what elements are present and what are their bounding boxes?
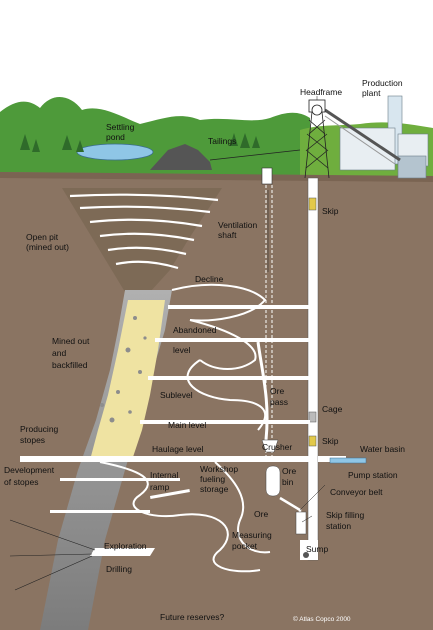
ore-bin-unit — [266, 466, 280, 496]
label-mined-out-3: backfilled — [52, 360, 88, 370]
label-open-pit-1: Open pit — [26, 232, 59, 242]
label-tailings: Tailings — [208, 136, 236, 146]
label-workshop-2: fueling — [200, 474, 225, 484]
label-conveyor-belt: Conveyor belt — [330, 487, 383, 497]
label-ore-bin-2: bin — [282, 477, 294, 487]
label-drilling: Drilling — [106, 564, 132, 574]
label-abandoned-1: Abandoned — [173, 325, 217, 335]
label-producing-2: stopes — [20, 435, 45, 445]
label-ore-bin-1: Ore — [282, 466, 296, 476]
label-mined-out-1: Mined out — [52, 336, 90, 346]
label-mined-out-2: and — [52, 348, 66, 358]
skip-lower-car — [309, 436, 316, 446]
label-internal-ramp-1: Internal — [150, 470, 178, 480]
label-decline: Decline — [195, 274, 224, 284]
label-ore: Ore — [254, 509, 268, 519]
skip-upper-car — [309, 198, 316, 210]
label-exploration: Exploration — [104, 541, 147, 551]
label-skip-filling-2: station — [326, 521, 351, 531]
label-settling-pond-2: pond — [106, 132, 125, 142]
label-development-1: Development — [4, 465, 55, 475]
label-measuring-1: Measuring — [232, 530, 272, 540]
label-sublevel: Sublevel — [160, 390, 193, 400]
label-skip-upper: Skip — [322, 206, 339, 216]
label-headframe: Headframe — [300, 87, 342, 97]
label-ore-pass-2: pass — [270, 397, 288, 407]
label-cage: Cage — [322, 404, 343, 414]
label-sump: Sump — [306, 544, 328, 554]
label-development-2: of stopes — [4, 477, 39, 487]
label-pump-station: Pump station — [348, 470, 398, 480]
label-ore-pass-1: Ore — [270, 386, 284, 396]
label-open-pit-2: (mined out) — [26, 242, 69, 252]
cage-car — [309, 412, 316, 422]
main-shaft — [308, 178, 318, 560]
label-ventilation-2: shaft — [218, 230, 237, 240]
label-production-plant-1: Production — [362, 78, 403, 88]
label-abandoned-2: level — [173, 345, 191, 355]
label-settling-pond-1: Settling — [106, 122, 135, 132]
label-main-level: Main level — [168, 420, 206, 430]
label-future-reserves: Future reserves? — [160, 612, 225, 622]
skip-filling-unit — [296, 512, 306, 534]
label-production-plant-2: plant — [362, 88, 381, 98]
label-copyright: © Atlas Copco 2000 — [293, 615, 351, 623]
water-basin-pool — [330, 458, 366, 463]
label-workshop-1: Workshop — [200, 464, 238, 474]
label-skip-lower: Skip — [322, 436, 339, 446]
label-skip-filling-1: Skip filling — [326, 510, 365, 520]
label-crusher: Crusher — [262, 442, 292, 452]
label-workshop-3: storage — [200, 484, 229, 494]
label-internal-ramp-2: ramp — [150, 482, 170, 492]
label-haulage-level: Haulage level — [152, 444, 204, 454]
label-measuring-2: pocket — [232, 541, 258, 551]
label-water-basin: Water basin — [360, 444, 405, 454]
settling-pond — [77, 144, 153, 160]
label-ventilation-1: Ventilation — [218, 220, 257, 230]
label-producing-1: Producing — [20, 424, 59, 434]
